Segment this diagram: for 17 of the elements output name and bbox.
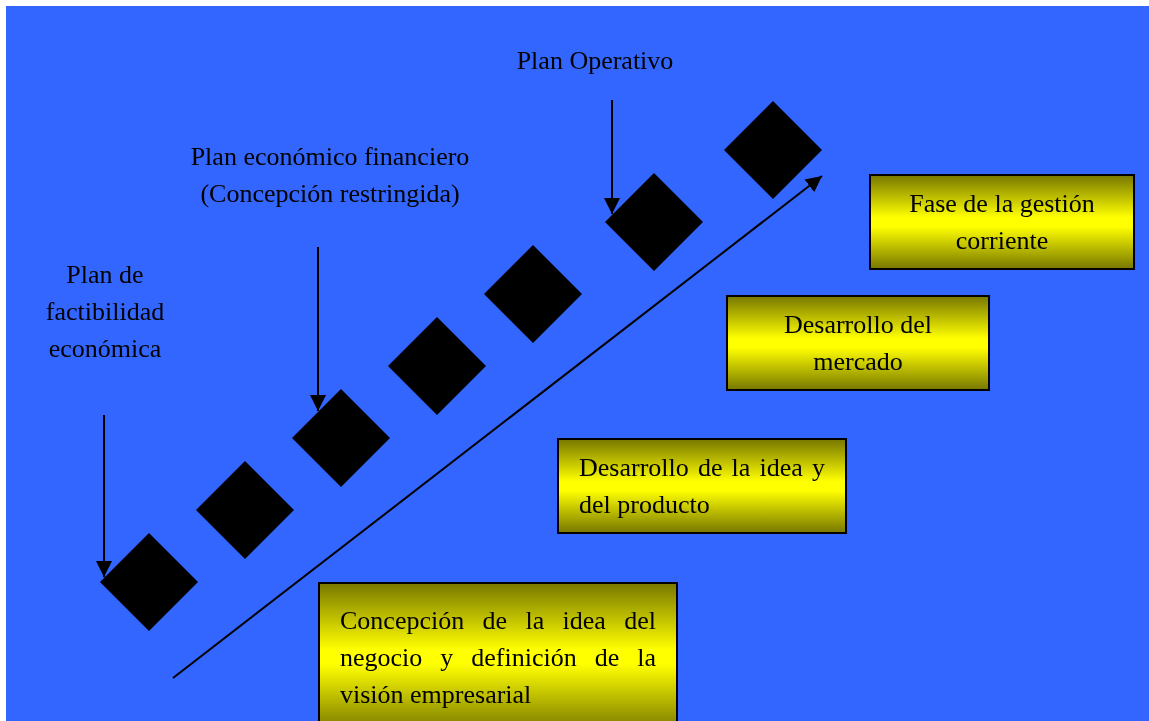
plan-label: Plan de factibilidad económica [20, 256, 190, 367]
arrow [96, 414, 112, 578]
arrow [310, 246, 326, 412]
phase-box: Fase de la gestión corriente [869, 174, 1135, 270]
diamond [724, 101, 822, 199]
arrow [604, 99, 620, 215]
phase-box: Desarrollo de la idea y del producto [557, 438, 847, 534]
plan-label: Plan Operativo [480, 42, 710, 79]
diamond [484, 245, 582, 343]
diamond [605, 173, 703, 271]
phase-box: Concepción de la idea del negocio y definición de la visión empresarial [318, 582, 678, 721]
plan-label: Plan económico financiero (Concepción restringida) [160, 138, 500, 212]
phase-box: Desarrollo del mercado [726, 295, 990, 391]
diamond [196, 461, 294, 559]
diamond [292, 389, 390, 487]
diamond [388, 317, 486, 415]
diamond [100, 533, 198, 631]
